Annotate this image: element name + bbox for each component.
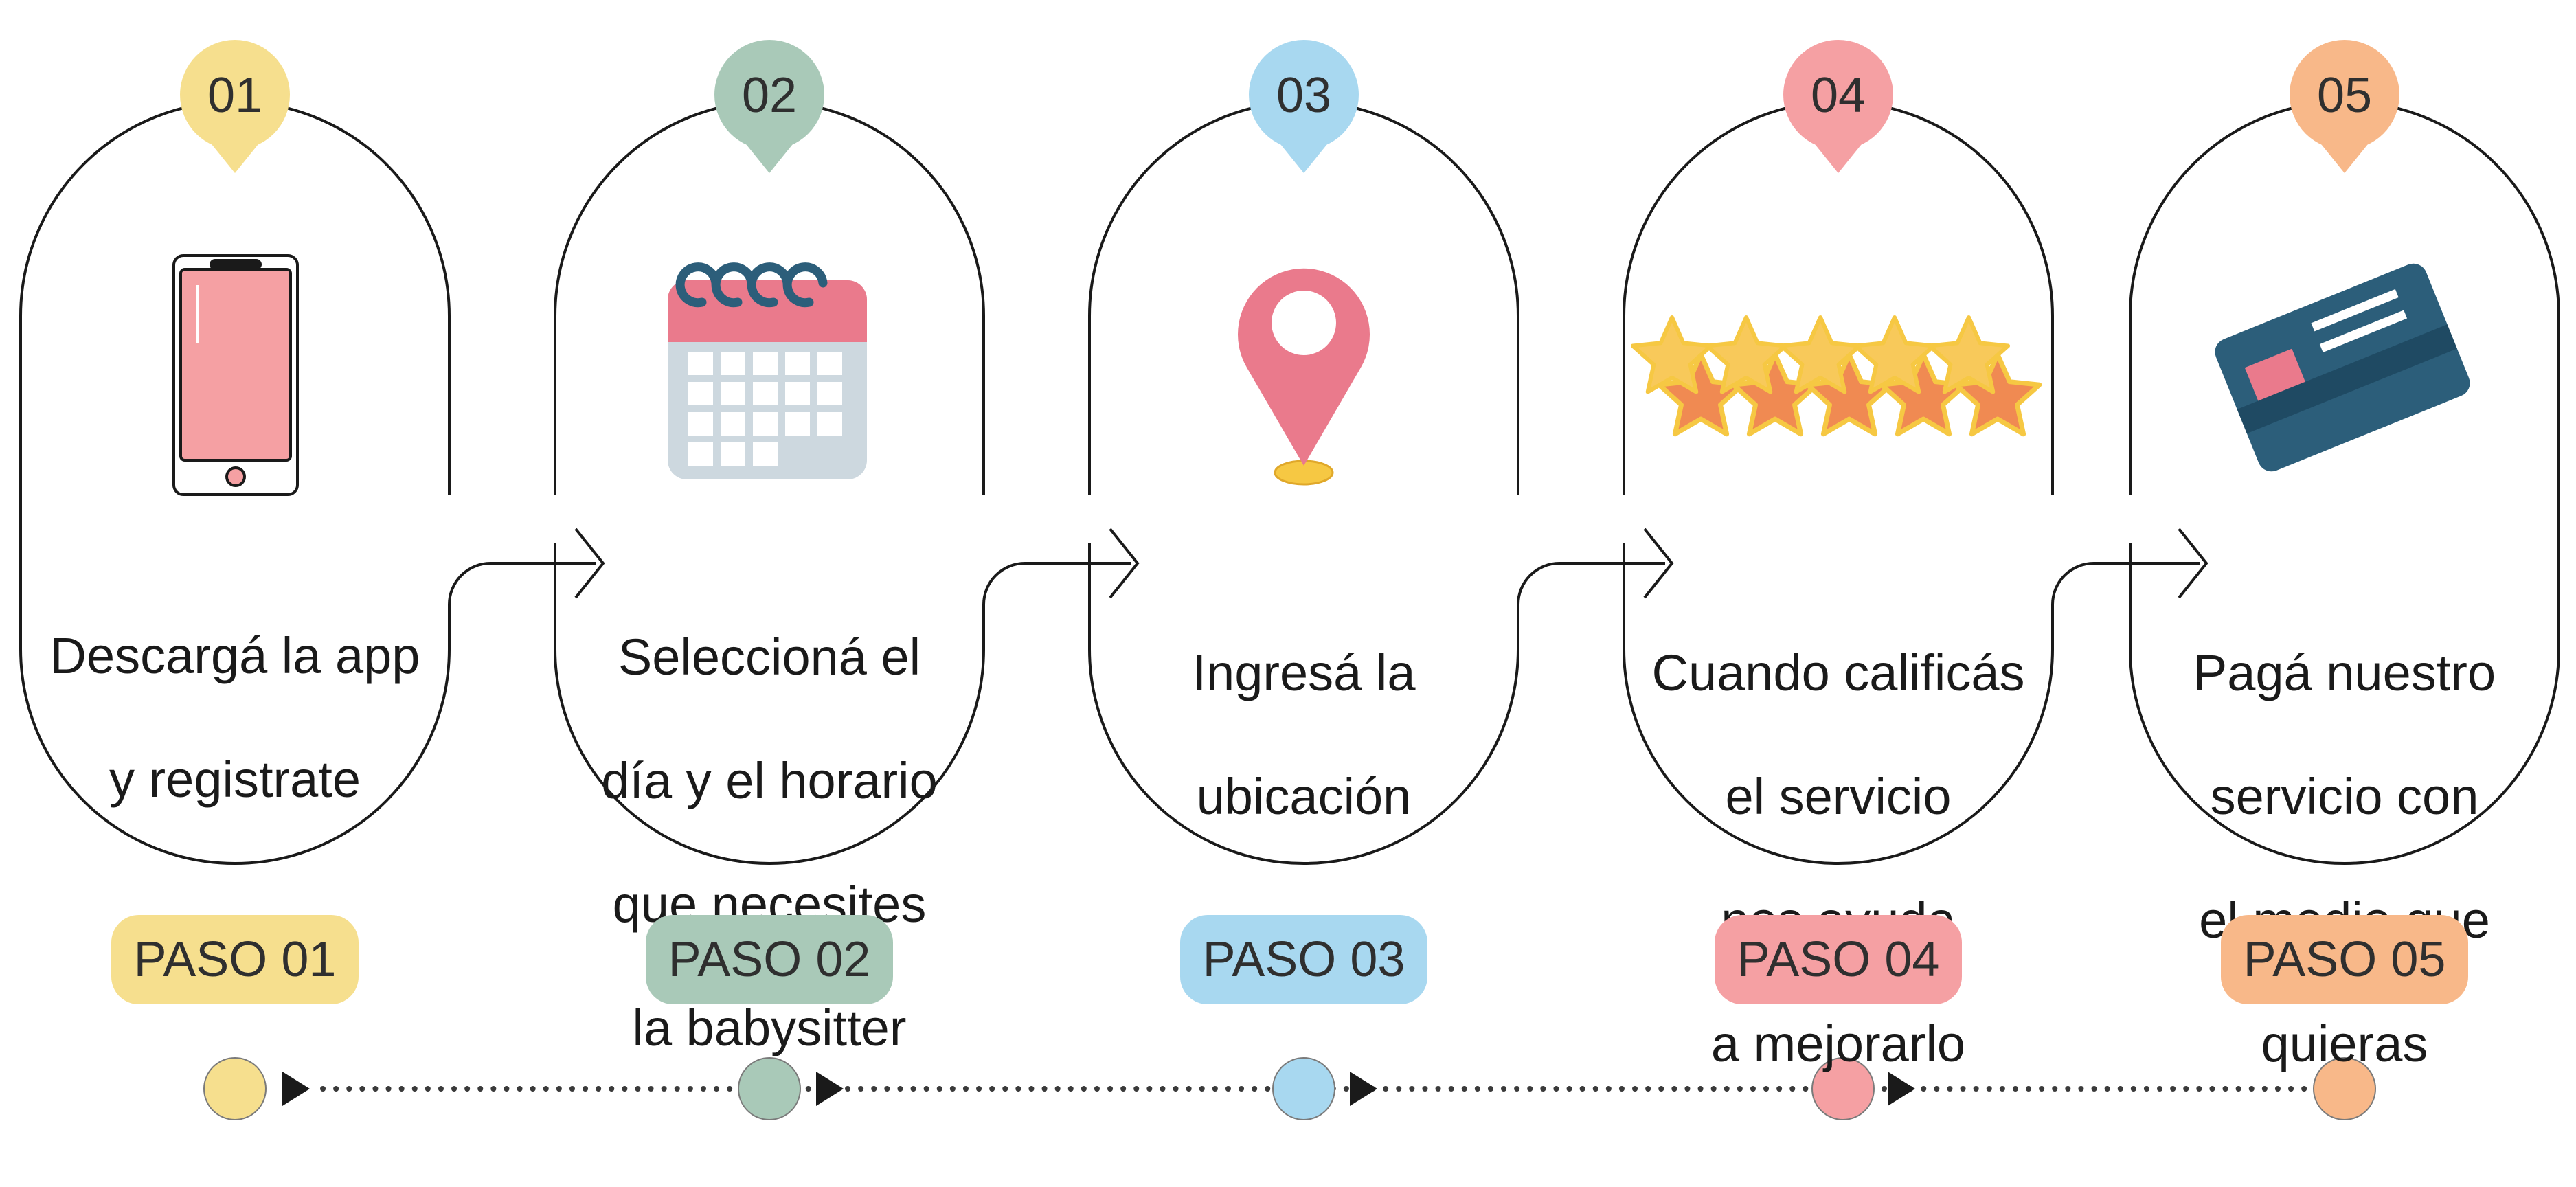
step-5-line-1: Pagá nuestro [2193,644,2496,701]
step-4-badge: PASO 04 [1715,915,1962,1004]
timeline-arrowhead-4 [1888,1072,1915,1106]
credit-card-icon [2215,263,2470,472]
step-1-number: 01 [207,68,262,123]
location-pin-icon [1238,268,1370,486]
step-1-line-2: y registrate [109,751,361,808]
timeline-arrowhead-2 [816,1072,844,1106]
number-marker-3: 03 [1249,40,1359,173]
number-marker-5: 05 [2290,40,2399,173]
step-1-description: Descargá la app y registrate [29,563,441,872]
timeline-arrowhead-3 [1350,1072,1377,1106]
step-4-line-1: Cuando calificás [1651,644,2025,701]
timeline [203,1057,2376,1120]
smartphone-icon [172,254,299,496]
step-5-number: 05 [2317,68,2372,123]
number-marker-4: 04 [1783,40,1893,173]
step-2-number: 02 [742,68,797,123]
step-3-badge: PASO 03 [1180,915,1427,1004]
star-1 [1630,315,1714,394]
step-3-description: Ingresá la ubicación [1098,580,1510,890]
timeline-dot-1 [203,1057,267,1120]
step-2-line-2: día y el horario [601,752,938,809]
step-2-line-1: Seleccioná el [618,629,921,686]
star-5 [1927,315,2011,394]
step-5-line-4: quieras [2261,1015,2428,1072]
connector-arrow-2 [982,528,1140,646]
number-marker-2: 02 [714,40,824,173]
step-5-badge: PASO 05 [2221,915,2468,1004]
connector-arrows [448,528,2208,646]
step-5-description: Pagá nuestro servicio con el medio que q… [2138,580,2551,1137]
step-4-line-4: a mejorarlo [1710,1015,1966,1072]
timeline-arrowhead-1 [282,1072,310,1106]
step-1-badge: PASO 01 [111,915,359,1004]
step-5-outline [2129,100,2560,865]
step-3-line-2: ubicación [1196,768,1412,825]
connector-arrow-3 [1517,528,1674,646]
step-2-description: Seleccioná el día y el horario que neces… [563,565,975,1121]
timeline-dot-3 [1272,1057,1335,1120]
step-4-number: 04 [1811,68,1866,123]
calendar-day-cells [688,352,842,466]
star-3 [1778,315,1862,394]
timeline-dot-4 [1811,1057,1875,1120]
step-1-line-1: Descargá la app [49,627,420,684]
calendar-icon [668,262,867,479]
five-stars-icon [1630,315,2042,437]
step-3-line-1: Ingresá la [1192,644,1416,701]
step-2-line-4: la babysitter [632,999,907,1056]
connector-arrow-1 [448,528,605,646]
number-marker-1: 01 [180,40,290,173]
timeline-dot-5 [2313,1057,2376,1120]
step-5-line-2: servicio con [2210,768,2479,825]
step-4-line-2: el servicio [1725,768,1952,825]
step-4-description: Cuando calificás el servicio nos ayuda a… [1632,580,2044,1137]
step-3-number: 03 [1276,68,1331,123]
star-2 [1704,315,1788,394]
calendar-rings [675,262,828,308]
timeline-dot-2 [738,1057,801,1120]
star-shadow-5 [1953,352,2042,437]
connector-arrow-4 [2051,528,2208,646]
star-4 [1853,315,1936,394]
step-2-badge: PASO 02 [646,915,893,1004]
